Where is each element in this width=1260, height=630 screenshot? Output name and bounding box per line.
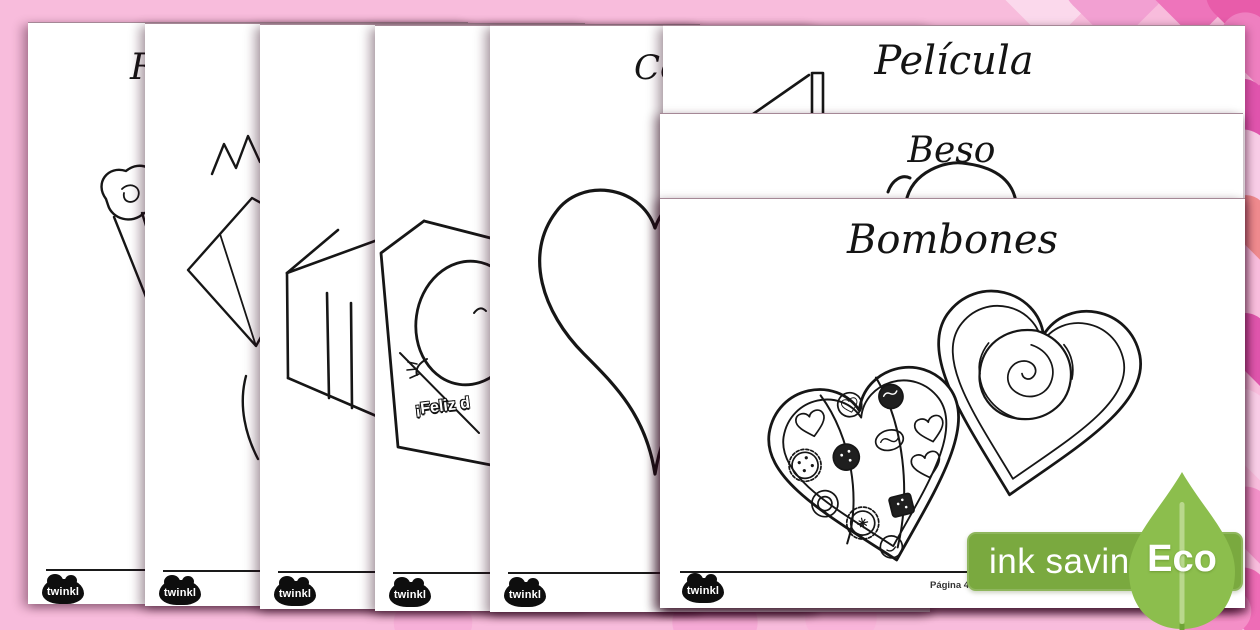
ink-saving-label: ink saving [989,542,1150,581]
twinkl-logo: twinkl [274,576,316,606]
twinkl-logo: twinkl [389,577,431,607]
eco-label: Eco [1147,538,1217,580]
eco-leaf-icon [1122,468,1242,630]
twinkl-logo: twinkl [42,574,84,604]
footer-divider [680,571,1225,573]
twinkl-logo: twinkl [504,577,546,607]
page-title: Bombones [846,217,1059,263]
cinema-screen-illustration [663,26,1245,126]
page-number-label: Página 4 de [930,580,983,591]
twinkl-logo: twinkl [159,575,201,605]
page-title: Película [874,38,1034,84]
twinkl-logo: twinkl [682,573,724,603]
chocolate-box-illustration [660,265,1245,585]
heart-top-illustration [660,114,1243,204]
coloring-page-bombones: Bombones [660,198,1245,608]
gift-box-illustration [268,220,508,460]
